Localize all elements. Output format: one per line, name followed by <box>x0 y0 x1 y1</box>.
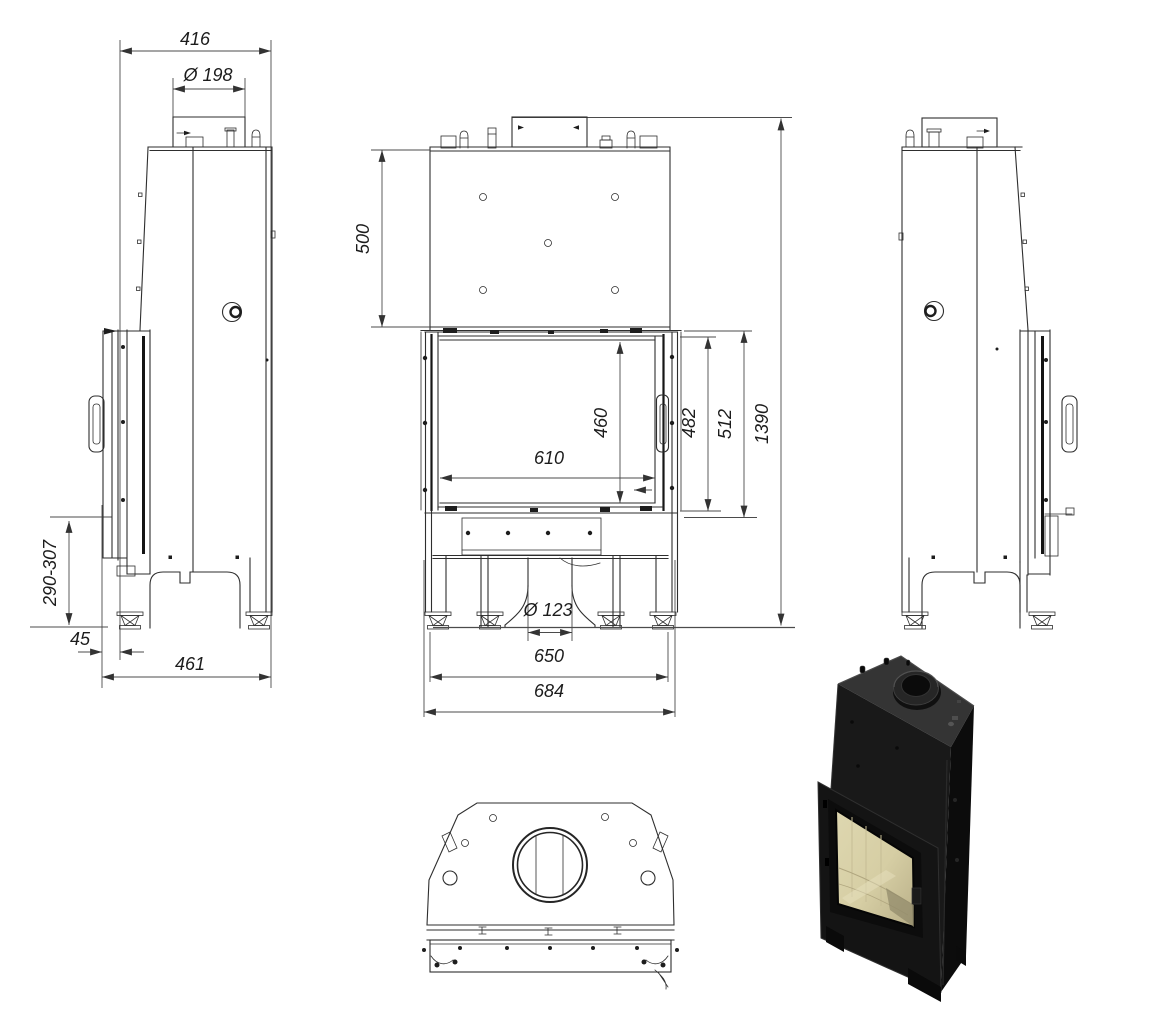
side-view-right <box>898 117 1078 630</box>
corner-latches <box>422 948 679 990</box>
dim-top-depth: 416 <box>120 29 271 55</box>
dim-base-depth: 461 <box>102 654 271 681</box>
foot <box>245 611 273 630</box>
dim-label-416: 416 <box>180 29 211 49</box>
ash-drawer <box>461 517 602 556</box>
dim-door-bottom-height: 290-307 <box>40 521 73 625</box>
dim-label-650: 650 <box>534 646 564 666</box>
foot <box>901 611 929 630</box>
door-handle-side-right <box>1061 395 1078 453</box>
flue-outlet-circle <box>512 827 588 903</box>
dim-opening-height: 512 <box>684 330 757 518</box>
foot-3d <box>826 926 844 952</box>
dim-label-482: 482 <box>679 408 699 438</box>
cable <box>559 557 601 567</box>
door-handle-front <box>655 394 670 453</box>
dim-glass-width: 610 <box>440 448 655 494</box>
dim-overall-width: 684 <box>423 560 676 717</box>
side-hole-left-view <box>221 301 243 323</box>
dim-base-width: 650 <box>429 632 669 682</box>
dim-upper-height: 500 <box>353 149 430 328</box>
glass-door-3d <box>817 781 942 993</box>
flue-collar-3d <box>893 670 941 710</box>
dim-label-461: 461 <box>175 654 205 674</box>
dim-label-512: 512 <box>715 409 735 439</box>
foot-3d <box>956 946 966 966</box>
dim-flue-diameter: Ø 198 <box>173 65 245 93</box>
foot-3d <box>908 968 941 1002</box>
dim-total-height: 1390 <box>752 118 785 626</box>
top-view <box>422 802 679 990</box>
foot <box>649 611 677 630</box>
dim-label-123: Ø 123 <box>522 600 572 620</box>
product-render-3d <box>817 655 975 1002</box>
dim-door-height: 482 <box>679 336 721 512</box>
dim-label-flue: Ø 198 <box>182 65 232 85</box>
dim-label-684: 684 <box>534 681 564 701</box>
front-view: 500 460 610 482 512 1390 Ø 123 650 684 <box>353 116 795 717</box>
mounting-holes <box>479 193 619 294</box>
dim-glass-height: 460 <box>591 342 624 503</box>
dim-label-610: 610 <box>534 448 564 468</box>
door-side-right <box>1019 329 1075 576</box>
dim-front-offset: 45 <box>70 629 144 656</box>
foot <box>116 611 144 630</box>
dim-label-460: 460 <box>591 408 611 438</box>
firebox-door-front <box>420 328 682 514</box>
side-view-left: 416 Ø 198 290-307 45 461 <box>30 29 276 688</box>
dim-label-45: 45 <box>70 629 91 649</box>
foot <box>1028 611 1056 630</box>
door-handle-side-left <box>88 395 105 453</box>
door-side-left <box>102 328 151 577</box>
door-latch-3d <box>911 887 922 905</box>
foot <box>424 611 452 630</box>
dim-label-500: 500 <box>353 224 373 254</box>
dim-label-290-307: 290-307 <box>40 539 60 607</box>
side-hole-right-view <box>923 300 945 322</box>
dim-outlet-diameter: Ø 123 <box>522 590 573 641</box>
dim-label-1390: 1390 <box>752 404 772 444</box>
